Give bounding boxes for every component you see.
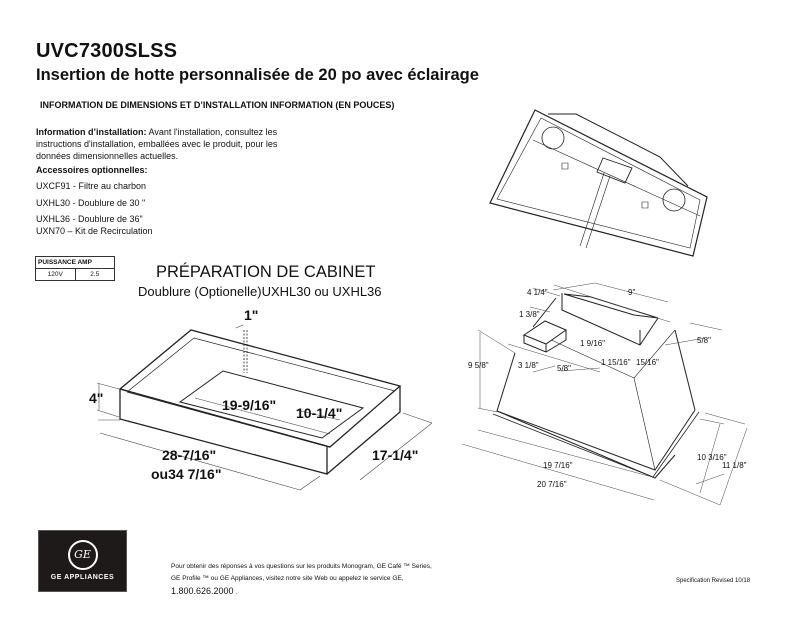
dim-20-7-16: 20 7/16" xyxy=(537,480,567,489)
phone-suffix: . xyxy=(233,589,238,596)
accessories-title: Accessoires optionnelles: xyxy=(36,165,148,175)
ge-appliances-logo: GE GE APPLIANCES xyxy=(38,530,127,592)
dim-height: 4" xyxy=(89,390,104,406)
dim-19-7-16: 19 7/16" xyxy=(543,461,573,470)
dim-11-1-8: 11 1/8" xyxy=(722,461,747,470)
model-number: UVC7300SLSS xyxy=(36,40,178,62)
dim-1-9-16: 1 9/16" xyxy=(580,339,606,348)
amps-cell: 2.5 xyxy=(90,271,100,278)
dim-5-8: 5/8" xyxy=(557,364,571,373)
power-table-row: 120V 2.5 xyxy=(36,269,114,280)
voltage-cell: 120V xyxy=(36,269,76,280)
accessory-item: UXN70 – Kit de Recirculation xyxy=(36,226,153,236)
dim-length-a: 28-7/16" xyxy=(162,447,217,463)
install-info: Information d’installation: Avant l'inst… xyxy=(36,126,296,162)
ge-monogram-icon: GE xyxy=(67,540,98,570)
dim-3-1-8: 3 1/8" xyxy=(518,361,539,370)
dim-9-5-8: 9 5/8" xyxy=(468,361,489,370)
product-title: Insertion de hotte personnalisée de 20 p… xyxy=(36,66,479,84)
dim-10-3-16: 10 3/16" xyxy=(697,453,727,462)
power-table-header: PUISSANCE AMP xyxy=(36,257,114,269)
dim-inner-width: 10-1/4" xyxy=(296,405,343,421)
dim-9: 9" xyxy=(628,288,636,297)
cabinet-prep-title: PRÉPARATION DE CABINET xyxy=(156,263,376,281)
dim-top-gap: 1" xyxy=(244,307,259,323)
contact-text: Pour obtenir des réponses à vos question… xyxy=(171,563,432,582)
power-table: PUISSANCE AMP 120V 2.5 xyxy=(35,256,115,281)
install-info-text: Avant l'installation, consultez les inst… xyxy=(36,127,278,161)
install-info-label: Information d’installation: xyxy=(36,127,147,137)
contact-info: Pour obtenir des réponses à vos question… xyxy=(171,561,441,599)
dim-1-3-8: 1 3/8" xyxy=(519,310,540,319)
dim-1-15-16: 1 15/16" xyxy=(601,358,631,367)
logo-text: GE APPLIANCES xyxy=(50,574,115,581)
dim-4-1-4: 4 1/4" xyxy=(527,288,548,297)
dim-depth: 17-1/4" xyxy=(372,447,419,463)
dim-15-16: 15/16" xyxy=(636,358,659,367)
accessory-item: UXCF91 - Filtre au charbon xyxy=(36,181,147,191)
dim-length-b: ou34 7/16" xyxy=(151,466,222,482)
accessory-item: UXHL30 - Doublure de 30 " xyxy=(36,198,146,208)
dim-inner-length: 19-9/16" xyxy=(222,397,277,413)
dim-5-8-right: 5/8" xyxy=(697,336,711,345)
section-title: INFORMATION DE DIMENSIONS ET D’INSTALLAT… xyxy=(40,100,395,110)
accessory-item: UXHL36 - Doublure de 36" xyxy=(36,214,143,224)
phone-number[interactable]: 1.800.626.2000 xyxy=(171,586,234,596)
cabinet-prep-subtitle: Doublure (Optionelle)UXHL30 ou UXHL36 xyxy=(138,284,382,299)
spec-revised: Specification Revised 10/18 xyxy=(676,578,751,584)
